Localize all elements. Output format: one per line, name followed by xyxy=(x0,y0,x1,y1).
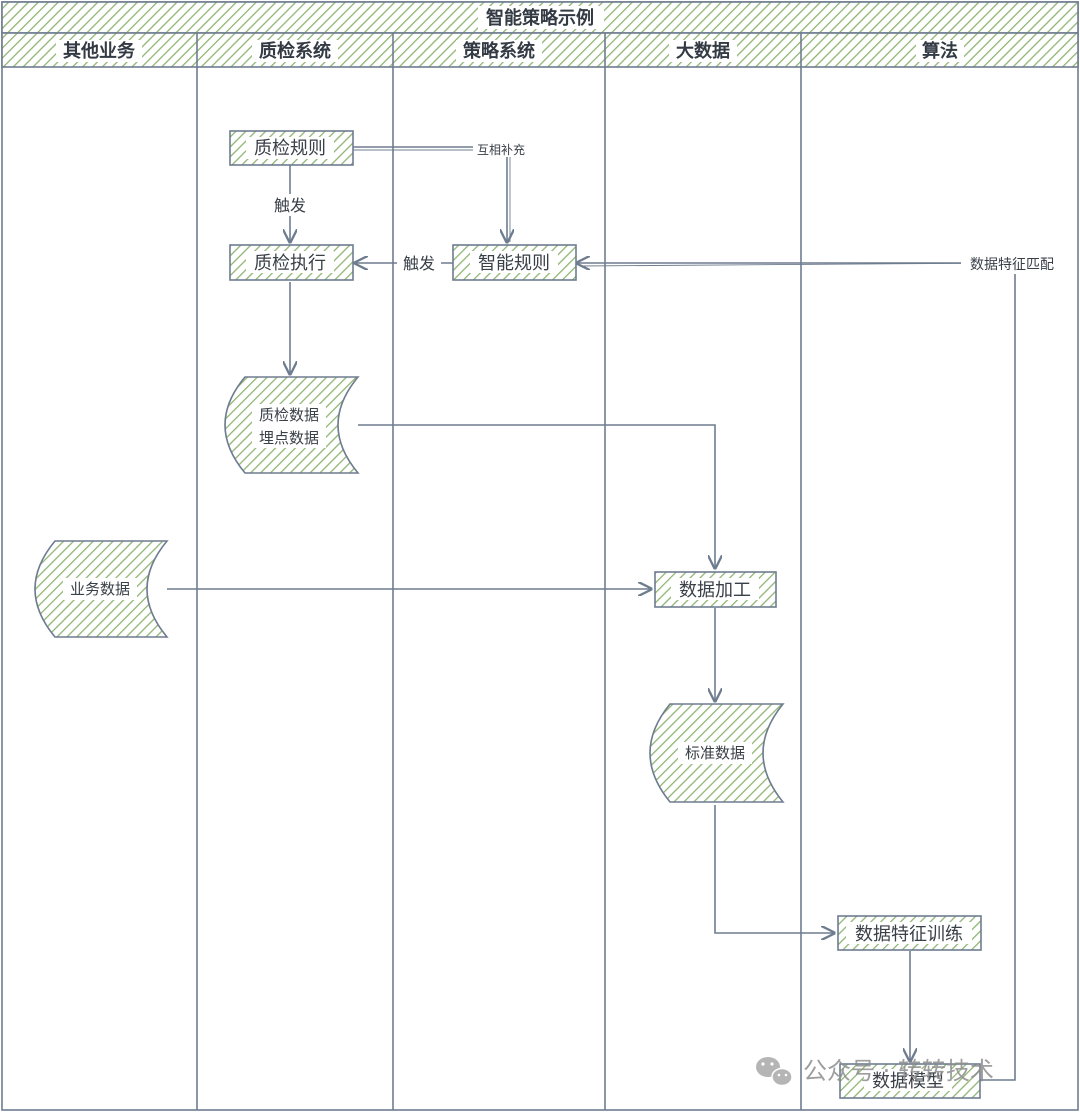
node-qc-data-label-1: 质检数据 xyxy=(259,406,319,424)
node-std-data[interactable]: 标准数据 xyxy=(649,703,785,803)
node-biz-data[interactable]: 业务数据 xyxy=(34,540,169,638)
node-data-process[interactable]: 数据加工 xyxy=(654,571,777,608)
lane-title-strategy-system: 策略系统 xyxy=(463,40,535,62)
lane-title-other-business: 其他业务 xyxy=(63,40,136,62)
node-qc-rule[interactable]: 质检规则 xyxy=(229,130,354,166)
lane-title-backdrop xyxy=(669,40,737,62)
lane-title-big-data: 大数据 xyxy=(676,40,730,62)
diagram-title: 智能策略示例 xyxy=(486,7,594,29)
lane-title-backdrop xyxy=(456,40,542,62)
edge-label-trigger-left: 触发 xyxy=(403,254,435,273)
node-feature-train-label: 数据特征训练 xyxy=(855,924,963,945)
node-smart-rule[interactable]: 智能规则 xyxy=(452,244,577,281)
node-feature-train[interactable]: 数据特征训练 xyxy=(837,915,982,951)
edge-label-feature-match: 数据特征匹配 xyxy=(970,257,1054,273)
node-qc-data[interactable]: 质检数据 埋点数据 xyxy=(224,376,360,474)
node-qc-exec-label: 质检执行 xyxy=(254,253,326,274)
node-data-process-label: 数据加工 xyxy=(679,580,751,601)
edge-label-backdrop xyxy=(268,194,312,216)
node-biz-data-label: 业务数据 xyxy=(70,580,130,598)
node-qc-exec[interactable]: 质检执行 xyxy=(229,244,354,281)
edge-complement-sketch xyxy=(353,149,511,242)
lane-title-backdrop xyxy=(56,40,142,62)
node-data-model[interactable]: 数据模型 xyxy=(839,1063,981,1099)
edge-label-backdrop xyxy=(473,141,529,157)
edge-feature-match xyxy=(577,263,1016,1081)
node-data-model-label: 数据模型 xyxy=(872,1071,944,1092)
lane-title-backdrop xyxy=(916,40,964,62)
edge-feature-match-sketch xyxy=(579,262,1013,267)
edge-label-trigger-down: 触发 xyxy=(274,196,306,215)
wechat-icon xyxy=(756,1057,793,1087)
edge-label-complement: 互相补充 xyxy=(477,142,525,157)
watermark-text: 公众号 · 转转技术 xyxy=(803,1057,994,1085)
node-qc-data-label-2: 埋点数据 xyxy=(259,429,319,447)
lane-title-algorithm: 算法 xyxy=(922,40,958,62)
node-std-data-label: 标准数据 xyxy=(685,744,745,762)
lane-title-backdrop xyxy=(252,40,338,62)
lane-title-qc-system: 质检系统 xyxy=(259,40,331,62)
edge-qc-data-to-process xyxy=(358,424,715,568)
edge-label-backdrop xyxy=(961,254,1063,274)
edge-std-data-to-train xyxy=(714,805,834,933)
watermark: 公众号 · 转转技术 xyxy=(756,1057,994,1087)
title-backdrop xyxy=(478,6,604,29)
node-qc-rule-label: 质检规则 xyxy=(254,138,326,159)
edge-complement xyxy=(353,146,507,242)
node-smart-rule-label: 智能规则 xyxy=(478,253,550,274)
edge-label-backdrop xyxy=(397,252,441,274)
